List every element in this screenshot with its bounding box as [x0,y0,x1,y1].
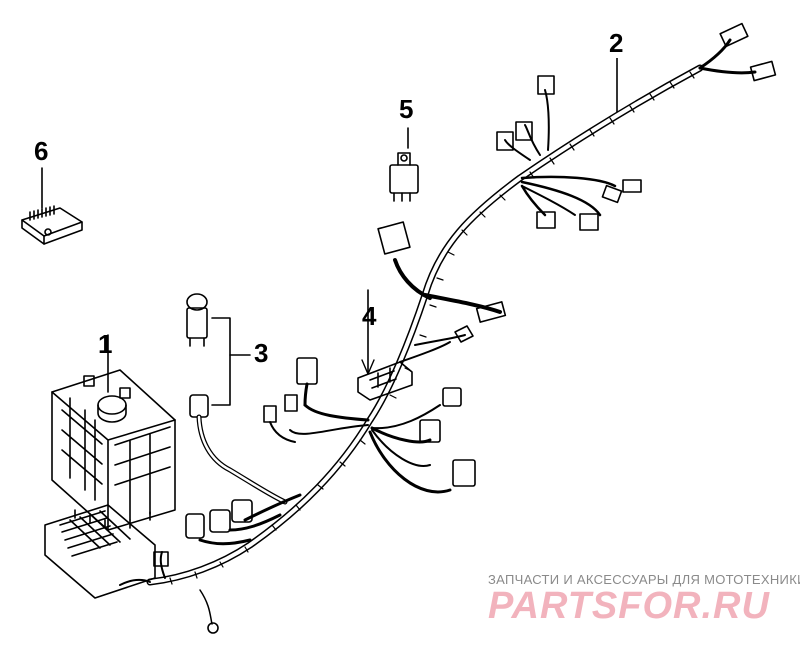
callout-5: 5 [399,94,413,124]
callout-1: 1 [98,329,112,359]
callout-2: 2 [609,28,623,58]
ecu-connector [44,504,156,599]
watermark-brand: PARTSFOR.RU [488,585,770,627]
callout-6: 6 [34,136,48,166]
callout-4: 4 [362,301,377,331]
relay-part-5 [389,127,419,202]
watermark-tagline: ЗАПЧАСТИ И АКСЕССУАРЫ ДЛЯ МОТОТЕХНИКИ [488,572,800,587]
sub-harness-connectors [153,357,476,634]
connector-part-4 [357,289,451,401]
callout-3: 3 [254,338,268,368]
main-wiring-harness [146,22,777,586]
bulbs-part-3 [186,293,288,505]
ecu-part-1 [51,334,176,531]
resistor-part-6 [21,167,83,245]
